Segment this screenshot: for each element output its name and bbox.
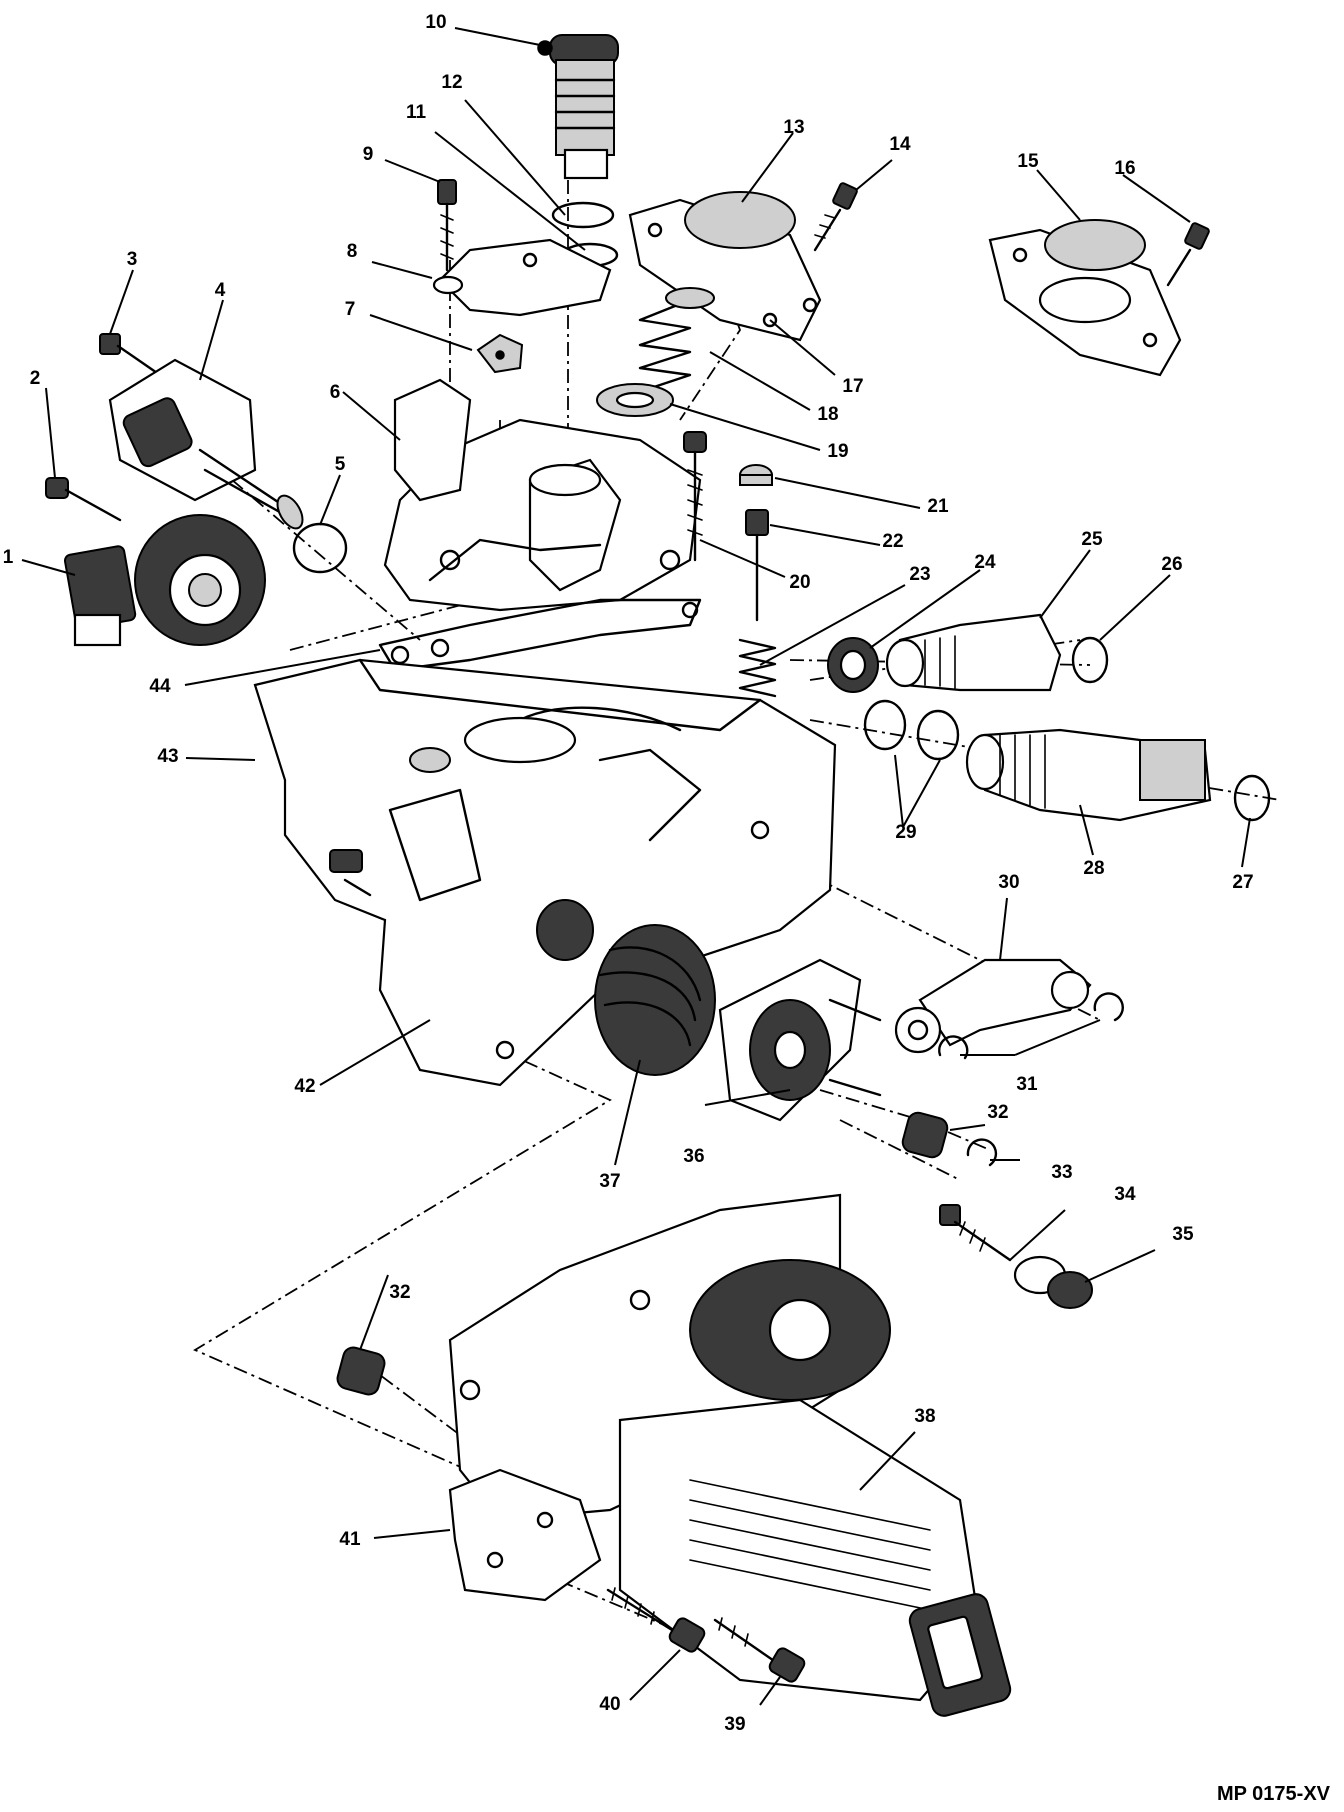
callout-10: 10 [425, 12, 446, 33]
part-20-screw [683, 431, 707, 562]
callout-28: 28 [1083, 858, 1104, 879]
callout-7: 7 [345, 299, 356, 320]
part-32-bushing-lower [336, 1346, 386, 1396]
callout-32b: 32 [389, 1282, 410, 1303]
part-35-nut [1013, 1255, 1093, 1309]
part-27-washer [1233, 774, 1271, 822]
callout-14: 14 [889, 134, 911, 155]
callout-44: 44 [149, 676, 171, 697]
part-34-screw [939, 1204, 1012, 1262]
part-15-cover [988, 219, 1182, 377]
callout-5: 5 [335, 454, 346, 475]
part-19-diaphragm [596, 383, 674, 417]
callout-24: 24 [974, 552, 996, 573]
part-7-cam [476, 333, 524, 374]
part-28-fitting [965, 728, 1212, 822]
part-44-gasket [378, 598, 702, 672]
part-32-bushing-upper [901, 1111, 949, 1159]
callout-4: 4 [215, 280, 226, 301]
part-26-washer [1071, 636, 1109, 684]
callout-21: 21 [927, 496, 949, 517]
callout-27: 27 [1232, 872, 1253, 893]
callout-29: 29 [895, 822, 916, 843]
part-23-spring [738, 638, 777, 698]
callout-32a: 32 [987, 1102, 1008, 1123]
callout-18: 18 [817, 404, 838, 425]
callout-31: 31 [1016, 1074, 1038, 1095]
part-9-screw [437, 179, 457, 272]
callout-1: 1 [3, 547, 14, 568]
part-1-sensor-connector [63, 514, 266, 647]
callout-22: 22 [882, 531, 903, 552]
part-2-screw [45, 477, 122, 522]
part-16-screw [1166, 222, 1210, 287]
callout-17: 17 [842, 376, 863, 397]
part-18-spring [638, 287, 715, 392]
part-33-clip [966, 1138, 998, 1167]
part-24-washer [827, 637, 879, 693]
part-21-plug [739, 464, 773, 486]
callout-2: 2 [30, 368, 41, 389]
part-25-fitting [885, 613, 1062, 692]
callout-19: 19 [827, 441, 848, 462]
callout-41: 41 [339, 1529, 361, 1550]
callout-40: 40 [599, 1694, 620, 1715]
part-22-valve [745, 509, 769, 622]
part-39-screw [713, 1617, 806, 1683]
callout-35: 35 [1172, 1224, 1194, 1245]
callout-9: 9 [363, 144, 374, 165]
part-14-screw [813, 182, 858, 252]
callout-3: 3 [127, 249, 138, 270]
part-8-cover-plate [432, 238, 612, 317]
callout-26: 26 [1161, 554, 1182, 575]
part-31-clips [938, 992, 1124, 1060]
part-38-actuator [448, 1193, 1012, 1717]
callout-11: 11 [406, 102, 427, 123]
callout-37: 37 [599, 1171, 620, 1192]
part-41-bracket [448, 1468, 602, 1602]
part-5-oring [292, 522, 348, 574]
callout-25: 25 [1081, 529, 1103, 550]
callout-leaders [21, 27, 1251, 1706]
part-29-washers [863, 699, 960, 761]
figure-code: MP 0175-XV [1217, 1783, 1331, 1805]
part-6-upper-housing [383, 378, 702, 612]
part-30-lever [894, 958, 1092, 1054]
callout-34: 34 [1114, 1184, 1136, 1205]
callout-30: 30 [998, 872, 1019, 893]
callout-8: 8 [347, 241, 358, 262]
callout-13: 13 [783, 117, 804, 138]
callout-36: 36 [683, 1146, 704, 1167]
part-4-solenoid [108, 358, 304, 530]
callout-43: 43 [157, 746, 178, 767]
part-13-diaphragm-cover [628, 191, 822, 342]
callout-42: 42 [294, 1076, 315, 1097]
part-43-main-body [253, 658, 837, 1087]
callout-20: 20 [789, 572, 810, 593]
callout-16: 16 [1114, 158, 1135, 179]
part-3-screw [99, 333, 162, 377]
part-37-spring [594, 924, 716, 1076]
callout-15: 15 [1017, 151, 1039, 172]
part-10-shutoff-solenoid-connector [537, 34, 619, 180]
callout-33: 33 [1051, 1162, 1072, 1183]
callout-12: 12 [441, 72, 462, 93]
callout-39: 39 [724, 1714, 745, 1735]
callout-23: 23 [909, 564, 930, 585]
callout-38: 38 [914, 1406, 935, 1427]
part-36-shaft-plate [718, 958, 882, 1122]
part-40-screw [606, 1587, 706, 1653]
callout-6: 6 [330, 382, 341, 403]
